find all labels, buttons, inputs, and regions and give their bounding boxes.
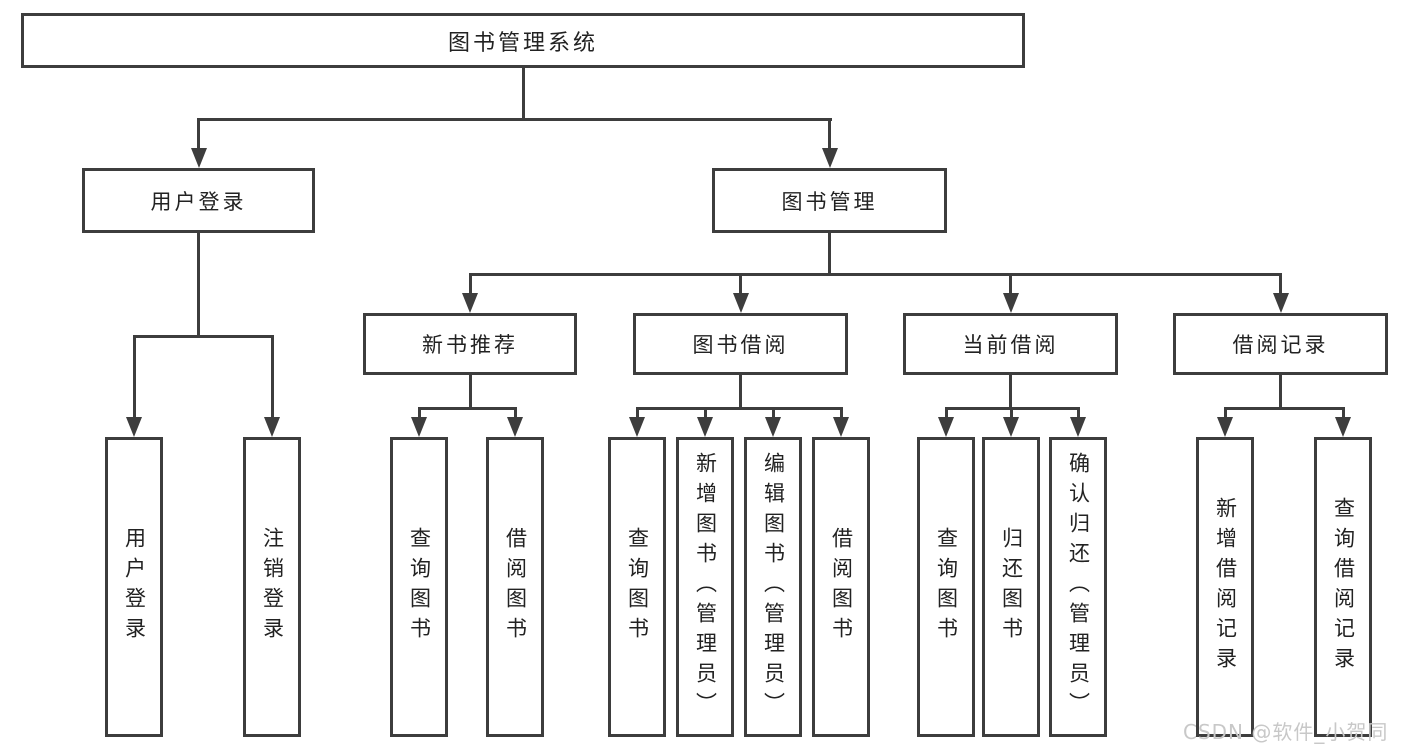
node-label: 归还图书 xyxy=(999,527,1024,647)
arrow-down-icon xyxy=(732,293,749,313)
arrow-down-icon xyxy=(833,417,849,437)
leaf-query-book-current: 查询图书 xyxy=(917,437,975,737)
node-label: 用户登录 xyxy=(122,527,147,647)
arrow-stem xyxy=(1279,273,1282,293)
arrow-down-icon xyxy=(697,417,713,437)
arrow-down-icon xyxy=(507,417,523,437)
arrow-down-icon xyxy=(1335,417,1351,437)
arrow-stem xyxy=(1009,407,1013,417)
node-new-book-recommend: 新书推荐 xyxy=(363,313,577,375)
arrow-stem xyxy=(828,118,831,148)
connector-hline xyxy=(468,273,1282,276)
connector-hline xyxy=(1223,407,1345,410)
arrow-down-icon xyxy=(1070,417,1086,437)
connector-hline xyxy=(635,407,843,410)
node-label: 图书管理系统 xyxy=(447,30,598,56)
node-label: 注销登录 xyxy=(260,527,285,647)
arrow-down-icon xyxy=(462,293,478,313)
leaf-add-borrow-record: 新增借阅记录 xyxy=(1196,437,1254,737)
arrow-down-icon xyxy=(1217,417,1233,437)
connector-vline xyxy=(739,375,742,407)
leaf-query-book-recommend: 查询图书 xyxy=(390,437,448,737)
arrow-stem xyxy=(944,407,948,417)
arrow-down-icon xyxy=(1003,417,1019,437)
arrow-stem xyxy=(635,407,639,417)
arrow-stem xyxy=(132,335,136,417)
node-label: 查询图书 xyxy=(934,527,959,647)
watermark: CSDN @软件_小贺同学 xyxy=(1183,720,1389,744)
leaf-edit-book-admin: 编辑图书（管理员） xyxy=(744,437,802,737)
node-label: 图书管理 xyxy=(781,189,878,214)
arrow-down-icon xyxy=(126,417,142,437)
node-label: 用户登录 xyxy=(150,189,247,214)
arrow-down-icon xyxy=(765,417,781,437)
connector-hline xyxy=(132,335,274,338)
node-root: 图书管理系统 xyxy=(21,13,1025,68)
arrow-down-icon xyxy=(629,417,645,437)
arrow-stem xyxy=(703,407,707,417)
node-book-management: 图书管理 xyxy=(712,168,947,233)
connector-vline xyxy=(468,375,472,407)
connector-vline xyxy=(1279,375,1282,407)
node-label: 新书推荐 xyxy=(422,333,518,357)
node-label: 借阅图书 xyxy=(829,527,854,647)
node-label: 确认归还（管理员） xyxy=(1066,452,1091,722)
arrow-stem xyxy=(1223,407,1227,417)
arrow-down-icon xyxy=(821,148,838,168)
leaf-return-book: 归还图书 xyxy=(982,437,1040,737)
node-label: 查询借阅记录 xyxy=(1331,497,1356,677)
node-label: 借阅记录 xyxy=(1232,333,1329,357)
node-label: 编辑图书（管理员） xyxy=(761,452,786,722)
arrow-down-icon xyxy=(264,417,280,437)
arrow-stem xyxy=(1341,407,1345,417)
node-user-login: 用户登录 xyxy=(82,168,315,233)
arrow-down-icon xyxy=(1002,293,1019,313)
node-label: 查询图书 xyxy=(625,527,650,647)
leaf-query-borrow-record: 查询借阅记录 xyxy=(1314,437,1372,737)
node-label: 查询图书 xyxy=(407,527,432,647)
leaf-add-book-admin: 新增图书（管理员） xyxy=(676,437,734,737)
node-current-borrow: 当前借阅 xyxy=(903,313,1118,375)
connector-vline xyxy=(1009,375,1012,407)
leaf-confirm-return-admin: 确认归还（管理员） xyxy=(1049,437,1107,737)
leaf-borrow-book-recommend: 借阅图书 xyxy=(486,437,544,737)
arrow-stem xyxy=(1076,407,1080,417)
connector-vline xyxy=(197,233,200,335)
connector-vline xyxy=(521,68,525,118)
arrow-stem xyxy=(1009,273,1012,293)
connector-hline xyxy=(196,118,832,121)
arrow-stem xyxy=(839,407,843,417)
arrow-stem xyxy=(771,407,775,417)
connector-hline xyxy=(417,407,517,410)
arrow-down-icon xyxy=(190,148,207,168)
node-book-borrow: 图书借阅 xyxy=(633,313,848,375)
node-label: 借阅图书 xyxy=(503,527,528,647)
node-borrow-record: 借阅记录 xyxy=(1173,313,1388,375)
arrow-stem xyxy=(468,273,472,293)
arrow-stem xyxy=(417,407,421,417)
arrow-stem xyxy=(197,118,200,148)
leaf-borrow-book: 借阅图书 xyxy=(812,437,870,737)
node-label: 当前借阅 xyxy=(962,333,1059,357)
leaf-user-login: 用户登录 xyxy=(105,437,163,737)
arrow-stem xyxy=(739,273,742,293)
node-label: 新增图书（管理员） xyxy=(693,452,718,722)
leaf-query-book-borrow: 查询图书 xyxy=(608,437,666,737)
arrow-down-icon xyxy=(938,417,954,437)
arrow-stem xyxy=(513,407,517,417)
arrow-stem xyxy=(270,335,274,417)
connector-vline xyxy=(828,233,831,273)
arrow-down-icon xyxy=(1272,293,1289,313)
arrow-down-icon xyxy=(411,417,427,437)
node-label: 新增借阅记录 xyxy=(1213,497,1238,677)
leaf-logout-login: 注销登录 xyxy=(243,437,301,737)
node-label: 图书借阅 xyxy=(692,333,789,357)
